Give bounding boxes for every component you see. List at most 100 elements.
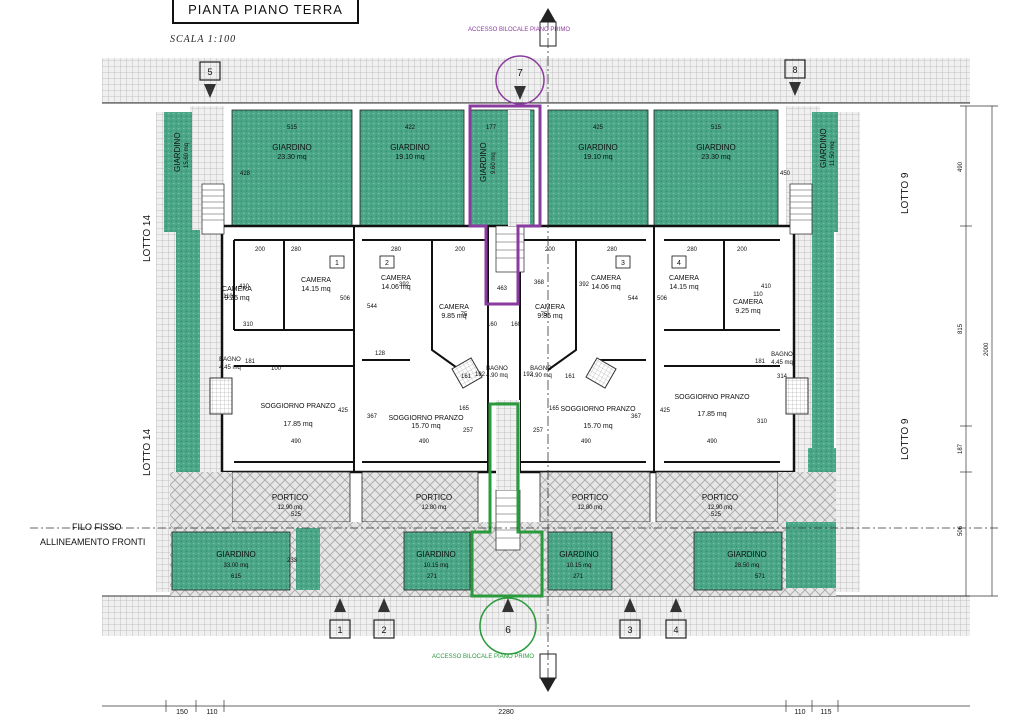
dim-i: 200 [255,247,266,253]
side-garden-left-name: GIARDINO [173,132,182,172]
unit-4-bagno: BAGNO [771,352,793,358]
dim-i: 314 [777,374,788,380]
unit-3-bagno-area: 4.90 mq [530,373,552,379]
dim-i: 392 [399,282,410,288]
dim-r-490: 490 [958,161,964,172]
dim-i: 615 [231,574,242,580]
dim-i: 368 [534,280,545,286]
unit-1-bagno-area: 4.45 mq [219,365,241,371]
side-garden-right-area: 11.50 mq [830,141,836,166]
drawing-title: PIANTA PIANO TERRA [172,0,359,24]
top-garden-2-dim: 422 [405,125,416,131]
dim-b-110b: 110 [794,709,805,716]
unit-4-portico-area: 12.90 mq [707,505,732,511]
side-garden-right-name: GIARDINO [819,128,828,168]
dim-r-187: 187 [958,443,964,454]
dim-i: 271 [573,574,584,580]
access-marker-1: 1 [337,625,342,635]
dim-i: 200 [545,247,556,253]
unit-4-camera-b-area: 9.25 mq [735,308,760,315]
dim-i: 165 [549,406,560,412]
unit-4-garden: GIARDINO [727,550,767,559]
unit-2-camera-b: CAMERA [439,304,469,311]
unit-4-number: 4 [677,260,681,267]
dim-i: 280 [391,247,402,253]
top-garden-3-area: 9.60 mq [491,152,497,174]
dim-i: 310 [757,419,768,425]
unit-4-camera-b: CAMERA [733,299,763,306]
unit-2-living: SOGGIORNO PRANZO [388,415,464,422]
dim-i: 428 [240,171,251,177]
access-marker-7: 7 [517,68,523,79]
unit-3-portico: PORTICO [572,493,608,502]
unit-3-living: SOGGIORNO PRANZO [560,406,636,413]
unit-4-portico: PORTICO [702,493,738,502]
dim-i: 200 [737,247,748,253]
unit-2-garden-area: 10.15 mq [423,563,448,569]
unit-1-portico-area: 12.90 mq [277,505,302,511]
dim-i: 410 [239,284,250,290]
dim-i: 192 [523,372,534,378]
unit-3-portico-area: 12.80 mq [577,505,602,511]
unit-1-living-area: 17.85 mq [283,421,312,428]
dim-i: 506 [657,296,668,302]
dim-i: 280 [291,247,302,253]
dim-b-150: 150 [176,709,188,716]
unit-3-garden-area: 10.15 mq [566,563,591,569]
dim-i: 280 [607,247,618,253]
dim-i: 310 [243,322,254,328]
unit-3-camera-a: CAMERA [535,304,565,311]
dim-i: 75 [461,312,468,318]
dim-i: 280 [687,247,698,253]
top-garden-1-dim: 515 [287,125,298,131]
drawing-scale: SCALA 1:100 [170,34,237,45]
dim-i: 410 [761,284,772,290]
dim-i: 100 [271,366,282,372]
unit-2-number: 2 [385,260,389,267]
unit-1-portico: PORTICO [272,493,308,502]
dim-i: 192 [475,372,486,378]
dim-i: 490 [581,439,592,445]
unit-4-bagno-area: 4.45 mq [771,360,793,366]
lot-left-lower: LOTTO 14 [142,429,153,476]
dim-b-115: 115 [820,709,831,716]
dim-b-110a: 110 [206,709,217,716]
unit-2-garden: GIARDINO [416,550,456,559]
top-garden-1-area: 23.30 mq [277,154,306,161]
unit-3-camera-b-area: 14.06 mq [591,284,620,291]
lot-left-upper: LOTTO 14 [142,215,153,262]
dim-i: 425 [338,408,349,414]
unit-4-living-area: 17.85 mq [697,411,726,418]
dim-i: 233 [287,558,298,564]
dim-r-506: 506 [958,525,964,536]
dim-i: 181 [245,359,256,365]
unit-3-living-area: 15.70 mq [583,423,612,430]
dim-i: 425 [660,408,671,414]
dim-i: 490 [419,439,430,445]
dim-i: 257 [533,428,544,434]
dim-i: 525 [711,512,722,518]
dim-i: 506 [340,296,351,302]
unit-2-bagno-area: 4.90 mq [486,373,508,379]
dim-i: 161 [461,374,472,380]
dim-i: 75 [541,312,548,318]
unit-2-living-area: 15.70 mq [411,423,440,430]
side-garden-left-area: 15.60 mq [184,143,190,168]
dim-i: 525 [291,512,302,518]
dim-i: 271 [427,574,438,580]
top-garden-3-dim: 177 [486,125,497,131]
access-marker-4: 4 [673,625,678,635]
unit-1-bagno: BAGNO [219,357,241,363]
dim-i: 490 [707,439,718,445]
top-garden-5-area: 23.30 mq [701,154,730,161]
purple-access-outline [468,104,542,306]
unit-1-camera-a: CAMERA [222,286,252,293]
allineamento-fronti-label: ALLINEAMENTO FRONTI [40,537,145,547]
unit-2-camera-b-area: 9.85 mq [441,313,466,320]
unit-4-camera-a-area: 14.15 mq [669,284,698,291]
access-marker-3: 3 [627,625,632,635]
dim-b-2280: 2280 [498,709,514,716]
unit-1-living: SOGGIORNO PRANZO [260,403,336,410]
dim-i: 160 [487,322,498,328]
